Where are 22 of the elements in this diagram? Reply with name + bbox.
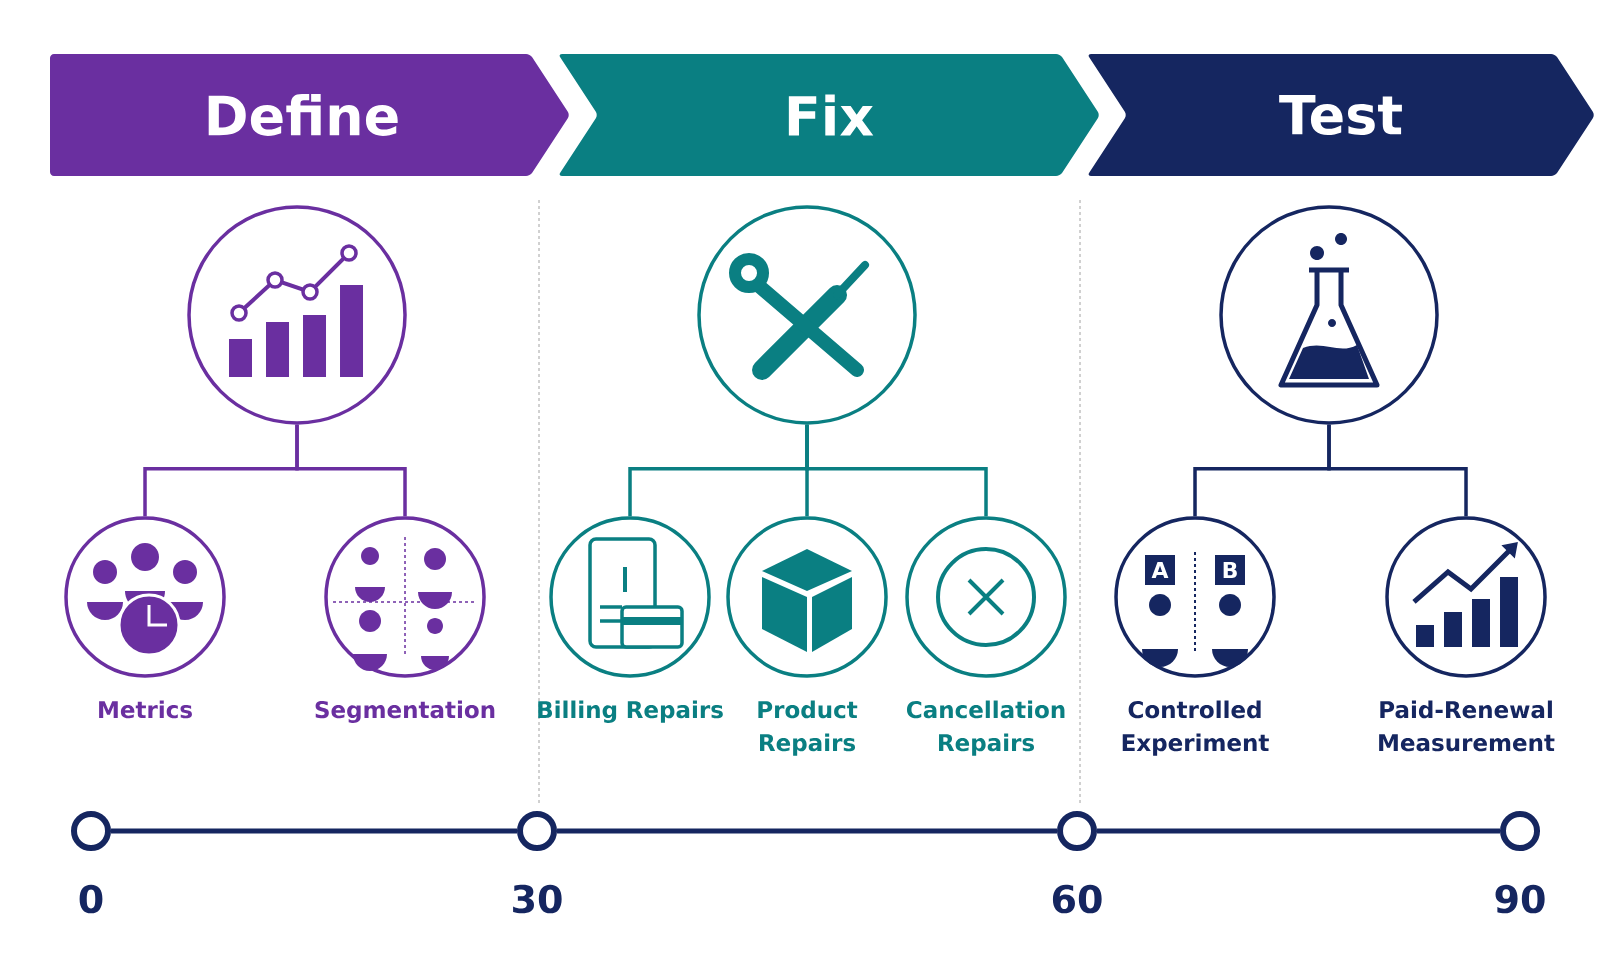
step-label: Cancellation Repairs [907, 700, 1065, 756]
connector-line [295, 424, 407, 517]
step-label: Controlled Experiment [1122, 700, 1269, 756]
day-label: 60 [1052, 884, 1102, 914]
timeline-line [1097, 828, 1500, 834]
step-label: Metrics [99, 700, 192, 719]
timeline-line [111, 828, 517, 834]
day-label: 90 [1495, 884, 1545, 914]
step-label: Segmentation [315, 700, 495, 723]
chevron-banner: Fix [559, 54, 1099, 176]
chevron-banner: Test [1088, 54, 1594, 176]
letter-tile: A [1145, 555, 1175, 585]
step-label: Paid-Renewal Measurement [1379, 700, 1555, 752]
day-label: 30 [513, 884, 562, 914]
step-label: Product Repairs [758, 700, 858, 756]
connector-line [805, 424, 988, 517]
chevron-banner: Define [50, 54, 569, 176]
timeline-line [557, 828, 1057, 834]
connector-line [1327, 424, 1468, 517]
letter-tile: B [1215, 555, 1245, 585]
day-label: 0 [79, 884, 103, 914]
step-label: Billing Repairs [538, 700, 723, 723]
